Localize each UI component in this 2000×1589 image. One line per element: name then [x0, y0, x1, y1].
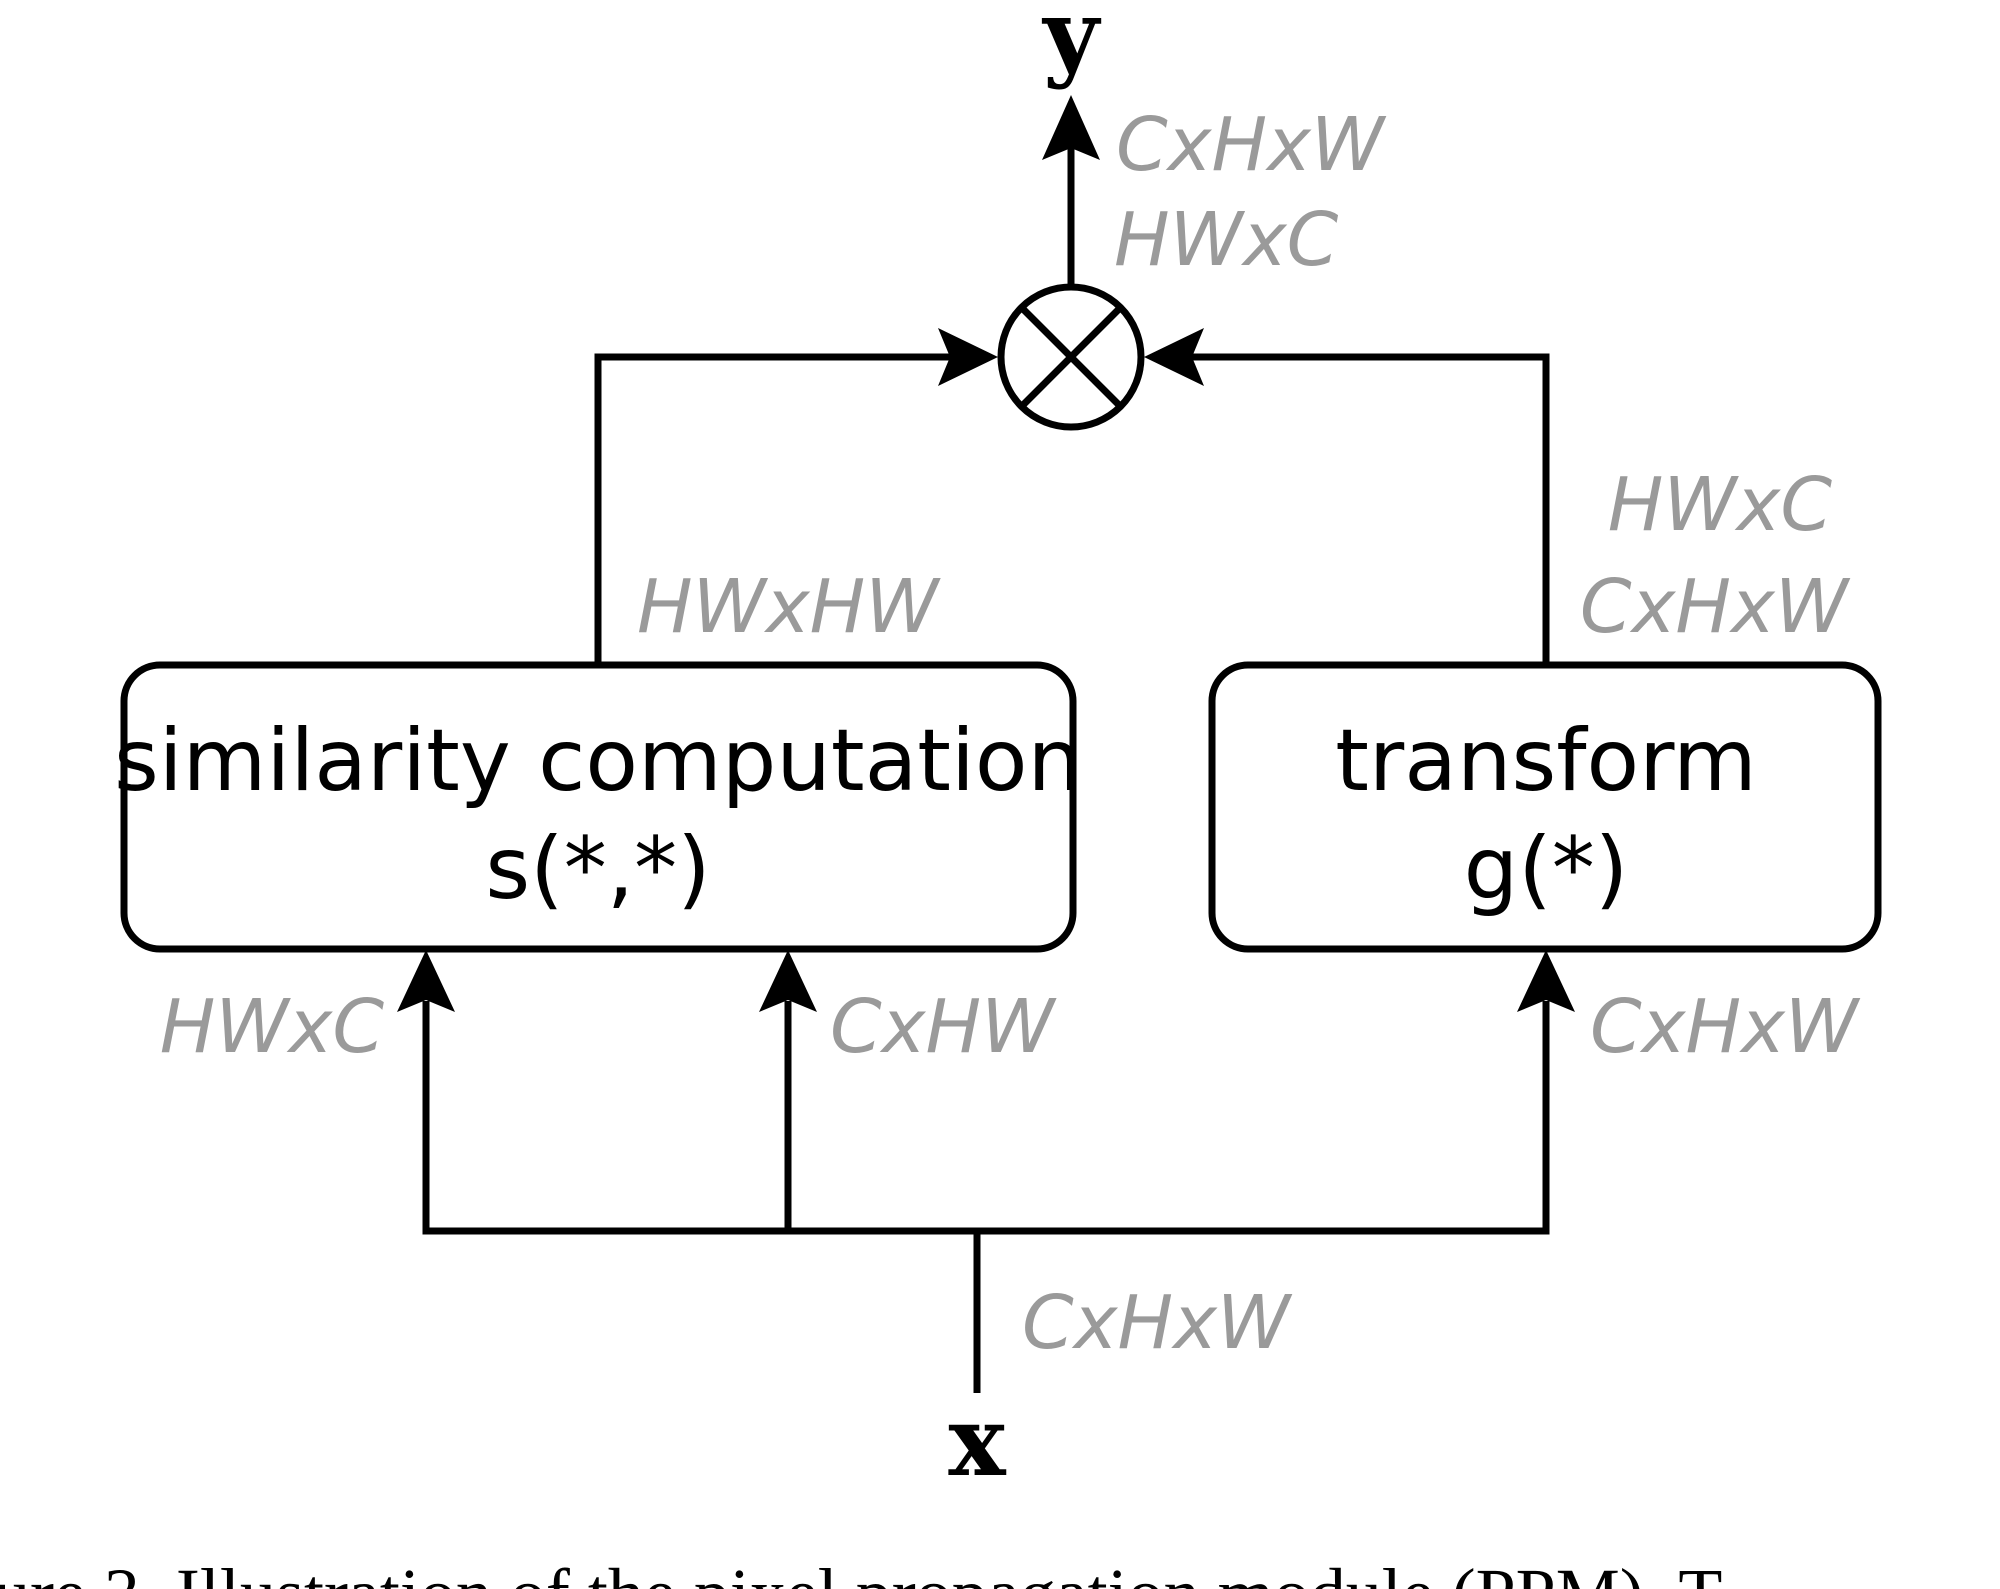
transform-to-operator-edge — [1188, 353, 1550, 663]
arrowhead-left-into-operator — [1144, 328, 1204, 386]
input-bus — [422, 1001, 1550, 1235]
dim-input: CxHxW — [1022, 1280, 1293, 1366]
input-variable-x: x — [948, 1385, 1006, 1498]
dim-transform-input: CxHxW — [1590, 984, 1861, 1070]
dim-similarity-out: HWxHW — [637, 564, 941, 650]
similarity-block: similarity computation s(*,*) — [114, 661, 1082, 953]
output-variable-y: y — [1041, 0, 1102, 91]
figure-caption: ure 3. Illustration of the pixel propaga… — [0, 1554, 1722, 1589]
dim-sim-input-left: HWxC — [160, 984, 385, 1070]
similarity-block-function: s(*,*) — [485, 819, 710, 919]
arrowhead-up-sim-right — [759, 950, 817, 1012]
dim-output-bottom: HWxC — [1114, 197, 1339, 283]
transform-block: transform g(*) — [1208, 661, 1882, 953]
dim-transform-out-top: HWxC — [1608, 462, 1833, 548]
matrix-multiply-operator — [997, 283, 1145, 431]
arrowhead-up-output — [1042, 95, 1100, 160]
dim-transform-out-bottom: CxHxW — [1580, 564, 1851, 650]
arrowhead-up-sim-left — [397, 950, 455, 1012]
transform-block-title: transform — [1335, 711, 1757, 811]
similarity-to-operator-edge — [594, 353, 955, 663]
arrowhead-right-into-operator — [938, 328, 998, 386]
similarity-block-title: similarity computation — [114, 711, 1082, 811]
arrowheads — [397, 95, 1575, 1012]
dim-sim-input-right: CxHW — [830, 984, 1057, 1070]
dimension-labels: CxHxW HWxC HWxHW HWxC CxHxW HWxC CxHW Cx… — [160, 102, 1861, 1366]
connections — [422, 140, 1550, 1393]
operator-cross-line-2 — [1019, 305, 1123, 409]
similarity-block-box — [120, 661, 1077, 953]
dim-output-top: CxHxW — [1116, 102, 1387, 188]
transform-block-box — [1208, 661, 1882, 953]
transform-block-function: g(*) — [1464, 819, 1629, 919]
arrowhead-up-transform — [1517, 950, 1575, 1012]
